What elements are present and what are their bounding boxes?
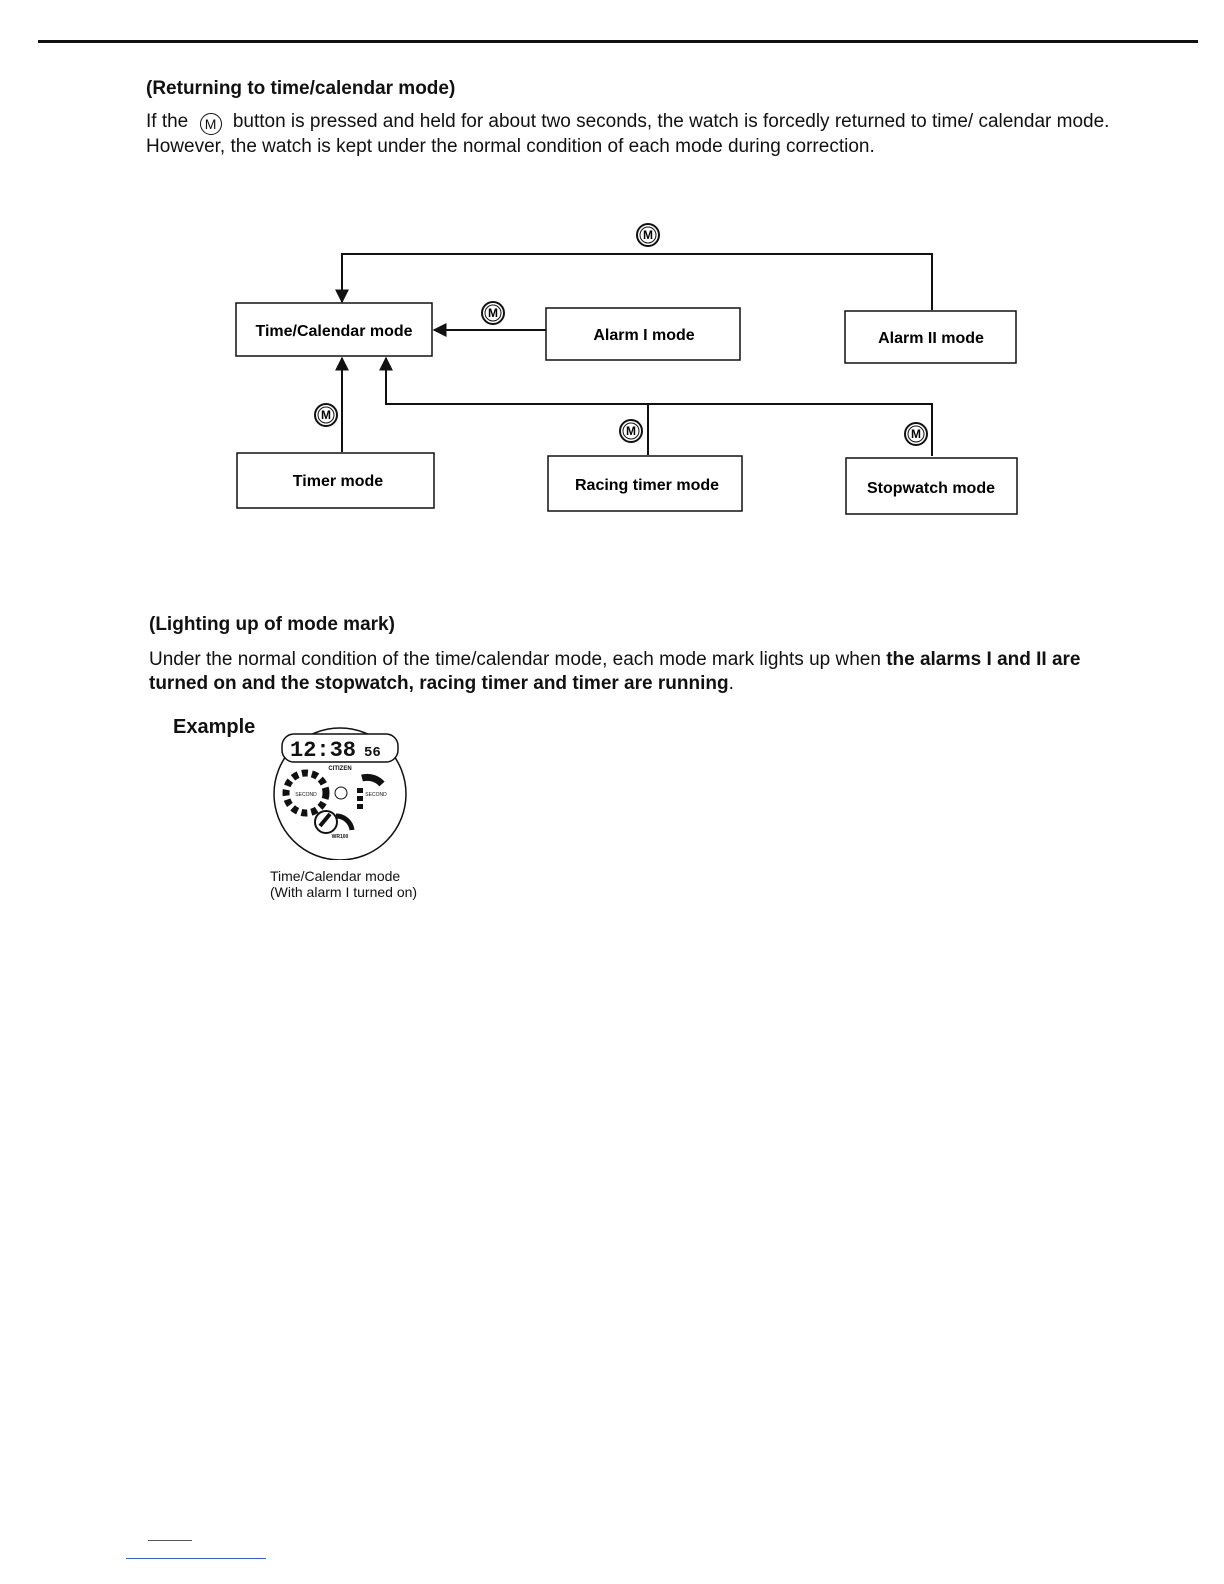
example-label: Example [173, 716, 256, 738]
watch-small-mark: WR100 [332, 834, 349, 840]
box-time-calendar [235, 302, 433, 357]
label-timer-mode: Timer mode [293, 473, 384, 490]
m-button-icon-alarm1: M [481, 301, 505, 325]
section-paragraph-returning: If the M button is pressed and held for … [146, 110, 1126, 159]
svg-text:M: M [911, 427, 921, 441]
m-button-icon-stopwatch: M [904, 422, 928, 446]
mode-flow-diagram: Time/Calendar mode Alarm I mode Alarm II… [235, 223, 1018, 515]
top-rule [38, 40, 1198, 43]
watch-left-dial-text: SECOND [295, 792, 317, 798]
connector-alarm2-to-timecal [335, 253, 933, 310]
m-button-icon-timer: M [314, 403, 338, 427]
svg-text:M: M [321, 408, 331, 422]
watch-face-illustration: 12:38 56 CITIZEN SECOND SECOND WR100 [273, 727, 407, 860]
box-timer [236, 452, 435, 509]
watch-right-dial-text: SECOND [365, 792, 387, 798]
svg-text:M: M [626, 424, 636, 438]
label-alarm2-mode: Alarm II mode [878, 330, 984, 347]
box-alarm2 [844, 310, 1017, 364]
watch-left-dial-segments [282, 769, 330, 817]
box-alarm1 [545, 307, 741, 361]
svg-text:M: M [643, 228, 653, 242]
footer-rule [126, 1558, 266, 1559]
footer-rule-short [148, 1540, 192, 1541]
label-racing-timer-mode: Racing timer mode [575, 477, 719, 494]
para-text-before-button: If the [146, 111, 189, 132]
svg-text:M: M [488, 306, 498, 320]
para-lighting-bold: the alarms I and II are turned on and th… [149, 649, 1081, 694]
watch-mode-mark-needle [318, 812, 332, 828]
watch-lcd-window [281, 733, 399, 763]
label-stopwatch-mode: Stopwatch mode [867, 480, 995, 497]
watch-seconds-digits: 56 [364, 745, 381, 761]
box-stopwatch [845, 457, 1018, 515]
label-time-calendar-mode: Time/Calendar mode [255, 323, 412, 340]
para-lighting-normal: Under the normal condition of the time/c… [149, 649, 881, 670]
diagram-connectors [335, 253, 933, 456]
section-heading-lighting: (Lighting up of mode mark) [149, 614, 395, 635]
m-button-icon-racing: M [619, 419, 643, 443]
caption-line2: (With alarm I turned on) [270, 884, 418, 900]
watch-lower-arc [335, 813, 355, 831]
m-button-icon-top: M [636, 223, 660, 247]
watch-time-digits: 12:38 [290, 738, 356, 763]
watch-right-dial-arc [361, 773, 385, 787]
connector-stopwatch-to-timecal [379, 356, 933, 456]
para-lighting-end: . [728, 673, 734, 694]
watch-center-mark [334, 786, 348, 800]
caption-line1: Time/Calendar mode [270, 868, 401, 884]
label-alarm1-mode: Alarm I mode [593, 327, 694, 344]
example-caption: Time/Calendar mode (With alarm I turned … [270, 868, 417, 900]
para-text-after-button: button is pressed and held for about two… [146, 111, 1110, 157]
watch-mode-mark [314, 810, 338, 834]
watch-brand: CITIZEN [328, 766, 351, 772]
box-racing-timer [547, 455, 743, 512]
section-paragraph-lighting: Under the normal condition of the time/c… [149, 648, 1129, 696]
section-heading-returning: (Returning to time/calendar mode) [146, 78, 456, 99]
